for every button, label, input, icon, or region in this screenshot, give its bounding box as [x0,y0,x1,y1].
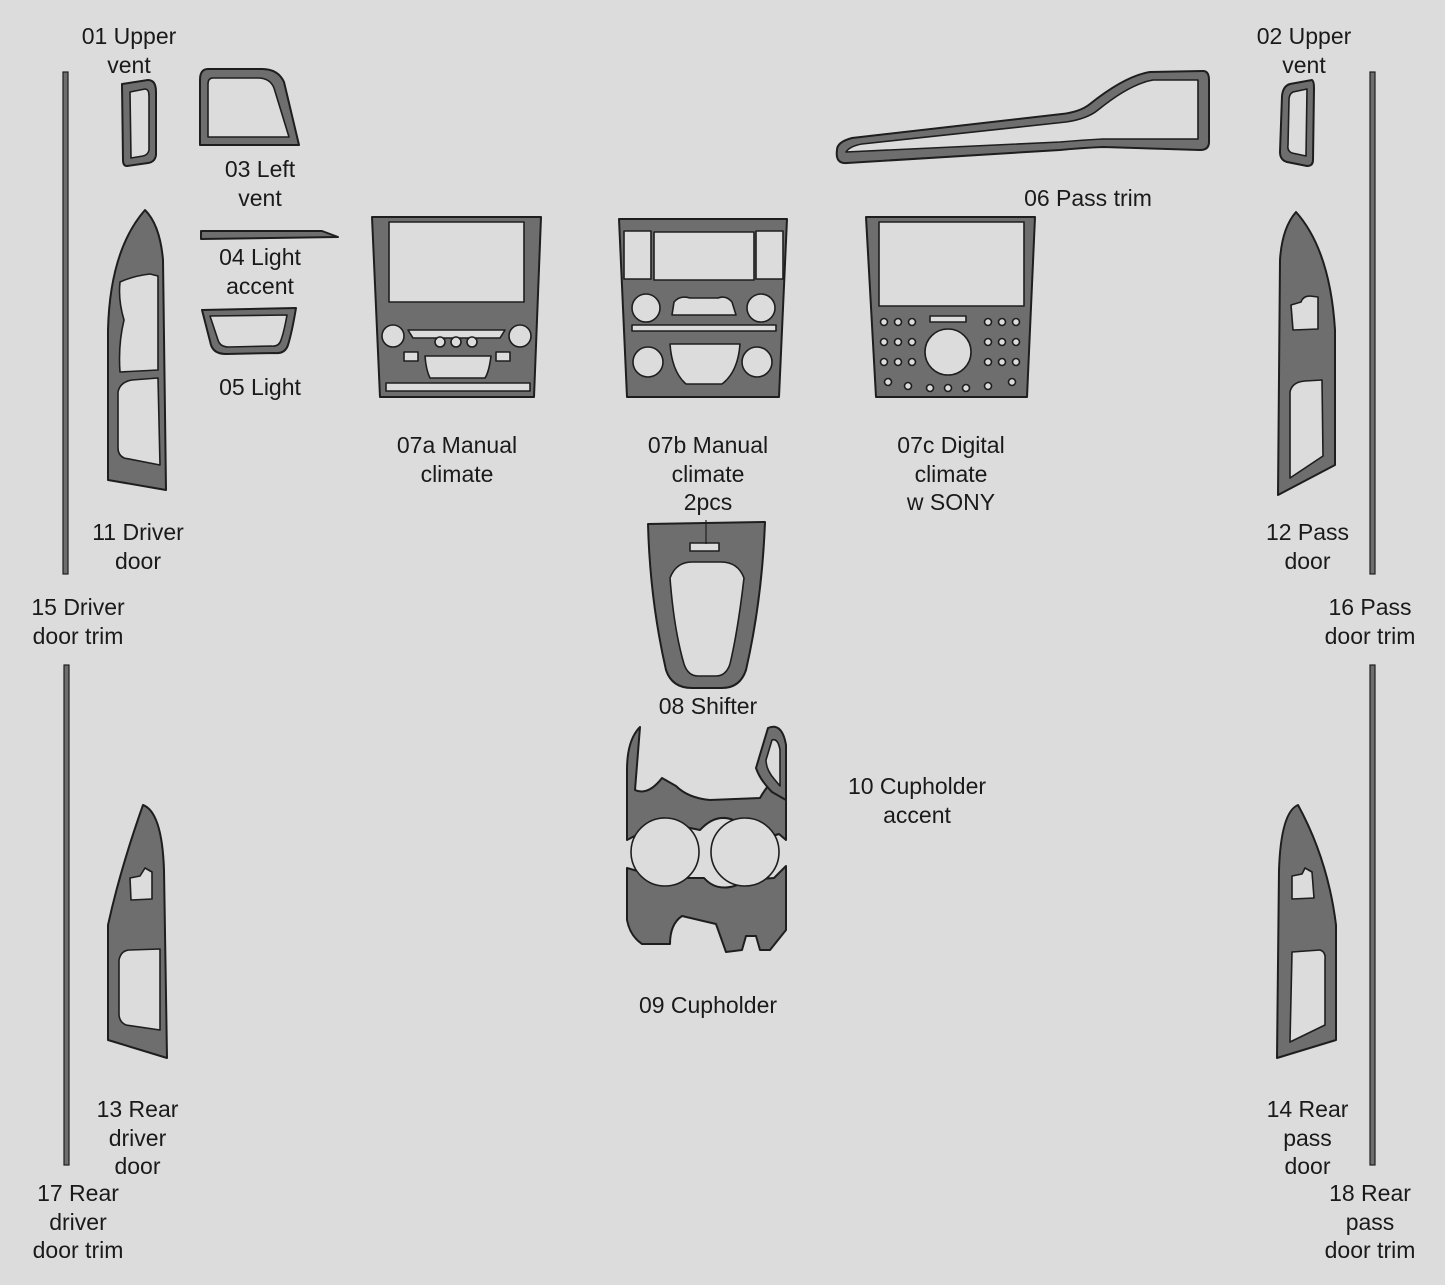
label-line: accent [883,801,951,828]
label-line: climate [671,460,745,487]
part-12-pass-door [1277,211,1336,496]
part-16-pass-door-trim [1369,71,1376,575]
label-line: 09 Cupholder [638,992,778,1018]
part-04-light-accent [200,230,339,240]
label-line: 07a Manual [396,432,518,458]
part-09-cupholder [626,726,787,953]
label-line: vent [238,184,282,211]
part-07b-manual-climate [618,218,788,398]
label-line: driver [49,1208,107,1235]
label-line: door trim [1324,622,1416,649]
label-line: 11 Driver [92,519,184,545]
label-line: pass [1283,1124,1332,1151]
label-line: vent [1282,51,1326,78]
label-line: 13 Rear [96,1096,179,1122]
label-line: w SONY [906,489,996,515]
label-line: vent [107,51,151,78]
label-line: 07c Digital [897,432,1005,458]
part-07c-digital-climate [865,216,1036,398]
label-line: 18 Rear [1329,1180,1411,1206]
label-line: 17 Rear [37,1180,119,1206]
label-line: 07b Manual [647,432,769,458]
label-line: door [114,1153,161,1179]
label-08-shifter: 08 Shifter [643,692,773,721]
part-01-upper-vent [121,79,157,167]
part-14-rear-pass-door [1276,804,1337,1059]
label-line: 14 Rear [1266,1096,1349,1122]
label-line: door [1284,547,1331,574]
part-06-pass-trim [835,70,1210,165]
label-line: door trim [1324,1237,1416,1263]
label-06-pass-trim: 06 Pass trim [1012,184,1164,213]
label-line: driver [108,1124,167,1151]
label-line: door [114,547,162,574]
part-03-left-vent [199,68,300,146]
label-line: 05 Light [219,374,301,400]
part-13-rear-driver-door [107,804,168,1059]
label-line: pass [1345,1208,1395,1235]
label-line: 04 Light [219,244,301,270]
label-line: door [1284,1153,1331,1179]
label-line: door trim [32,622,124,649]
label-line: door trim [32,1237,124,1263]
part-11-driver-door [107,209,167,491]
part-17-rear-driver-door-trim [63,664,70,1166]
part-10-cupholder-accent [755,725,787,801]
part-08-shifter [647,521,766,689]
label-line: 15 Driver [31,594,125,620]
label-line: climate [914,460,988,487]
label-line: 03 Left [224,156,296,182]
label-09-cupholder: 09 Cupholder [623,991,793,1020]
label-line: 08 Shifter [658,693,758,719]
label-line: 06 Pass trim [1024,185,1152,211]
part-18-rear-pass-door-trim [1369,664,1376,1166]
part-15-driver-door-trim [62,71,69,575]
label-line: climate [420,460,494,487]
label-line: 01 Upper [81,23,177,49]
label-line: 2pcs [683,489,733,515]
part-02-upper-vent [1279,79,1315,167]
label-line: 02 Upper [1256,23,1352,49]
label-line: 12 Pass [1265,519,1350,545]
part-05-light [201,307,297,355]
label-line: accent [226,272,294,299]
part-07a-manual-climate [371,216,542,398]
label-05-light: 05 Light [210,373,310,402]
label-line: 10 Cupholder [847,773,987,799]
label-line: 16 Pass [1328,594,1412,620]
